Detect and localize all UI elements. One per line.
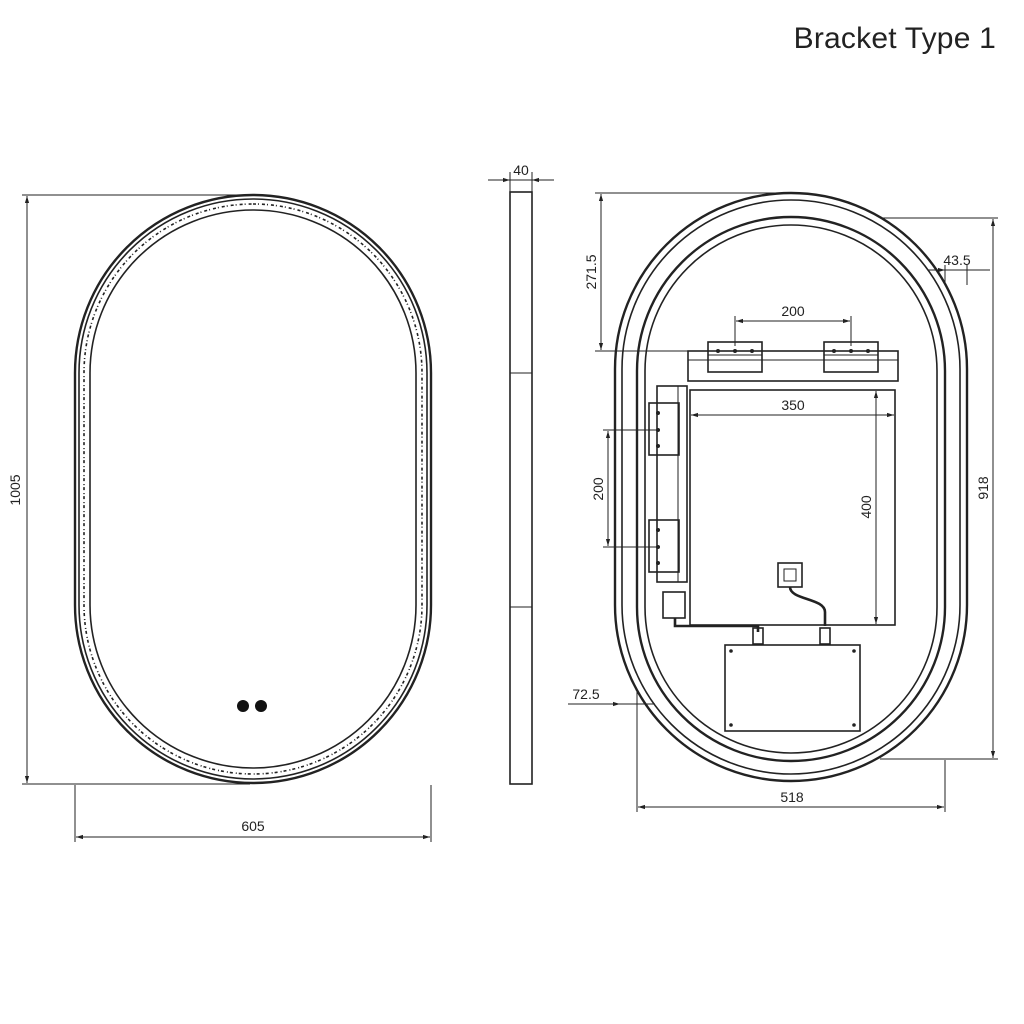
touch-sensor-icon-right bbox=[255, 700, 267, 712]
frame-inset-label: 43.5 bbox=[943, 252, 970, 268]
sensor-connector-icon bbox=[777, 562, 803, 588]
top-offset-label: 271.5 bbox=[583, 254, 599, 289]
side-profile bbox=[509, 191, 533, 785]
side-bracket-upper bbox=[648, 402, 680, 456]
front-mirror-led-band bbox=[83, 203, 423, 775]
panel-height-label: 400 bbox=[858, 495, 874, 519]
front-mirror-glass-edge bbox=[89, 209, 417, 769]
front-mirror-frame-line bbox=[78, 198, 428, 780]
sensor-cable bbox=[788, 586, 827, 626]
diagram-title: Bracket Type 1 bbox=[793, 22, 996, 55]
led-driver-box bbox=[724, 644, 861, 732]
top-mounting-rail bbox=[687, 350, 899, 382]
front-width-label: 605 bbox=[241, 818, 265, 834]
rear-outer-frame bbox=[613, 191, 969, 783]
horizontal-bracket-spacing-label: 200 bbox=[781, 303, 805, 319]
rear-view: 200 200 350 400 bbox=[568, 191, 998, 812]
front-view: 605 1005 bbox=[7, 193, 433, 842]
switch-cable bbox=[673, 618, 760, 632]
top-bracket-left bbox=[707, 341, 763, 373]
rear-frame-inner bbox=[621, 199, 961, 775]
side-offset-label: 72.5 bbox=[572, 686, 599, 702]
vertical-bracket-spacing-label: 200 bbox=[590, 477, 606, 501]
side-mounting-rail bbox=[656, 385, 688, 583]
switch-connector-icon bbox=[662, 591, 686, 619]
side-depth-label: 40 bbox=[513, 162, 529, 178]
side-view: 40 bbox=[488, 162, 554, 785]
rear-back-plate bbox=[635, 215, 947, 763]
side-bracket-lower bbox=[648, 519, 680, 573]
top-bracket-right bbox=[823, 341, 879, 373]
touch-sensor-icon-left bbox=[237, 700, 249, 712]
rear-height-label: 918 bbox=[975, 476, 991, 500]
front-height-label: 1005 bbox=[7, 474, 23, 505]
rear-width-label: 518 bbox=[780, 789, 804, 805]
demister-panel bbox=[689, 389, 896, 626]
panel-width-label: 350 bbox=[781, 397, 805, 413]
front-mirror-outer-frame bbox=[73, 193, 433, 785]
rear-back-plate-inner bbox=[644, 224, 938, 754]
